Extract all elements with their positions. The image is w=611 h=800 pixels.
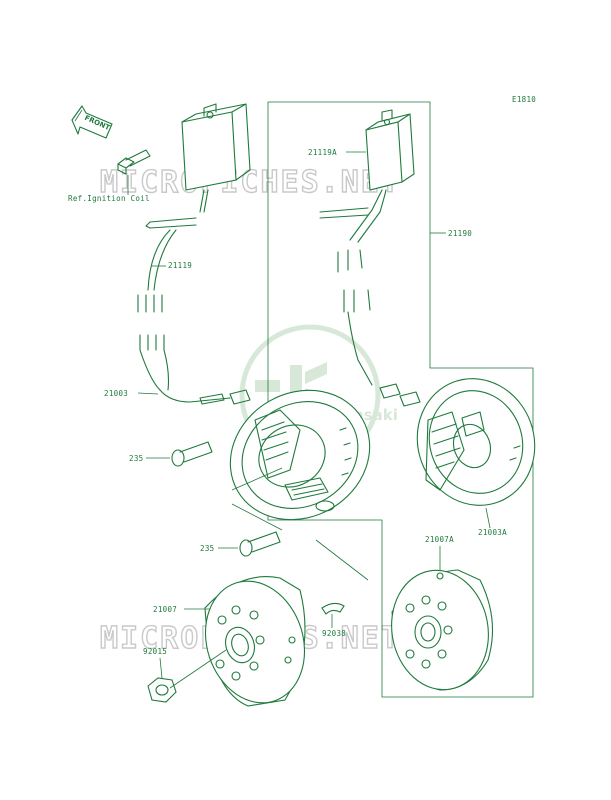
ignition-coil-left	[181, 103, 251, 213]
stator-right	[416, 378, 536, 506]
harness-21119A	[319, 197, 385, 386]
label-21119: 21119	[168, 261, 192, 270]
screw-235-upper	[171, 441, 213, 467]
flywheel-right	[391, 569, 494, 691]
label-92015: 92015	[143, 647, 167, 656]
label-92038: 92038	[322, 629, 346, 638]
connector-left	[199, 389, 251, 405]
front-arrow-label: FRONT	[83, 114, 111, 132]
label-21119A: 21119A	[308, 148, 337, 157]
key-92038	[321, 602, 345, 615]
ignition-coil-right	[365, 109, 415, 199]
nut-92015	[147, 649, 227, 703]
front-arrow-icon: FRONT	[71, 105, 113, 139]
label-21003: 21003	[104, 389, 128, 398]
kit-outline-box	[267, 101, 534, 698]
label-21007: 21007	[153, 605, 177, 614]
label-235-lower: 235	[200, 544, 214, 553]
diagram-code: E1810	[512, 95, 536, 104]
connector-right	[379, 383, 421, 407]
label-235-upper: 235	[129, 454, 143, 463]
coil-bolt	[117, 149, 151, 175]
screw-235-lower	[239, 531, 281, 557]
flywheel-left	[204, 576, 306, 707]
harness-21119	[137, 217, 197, 391]
label-21007A: 21007A	[425, 535, 454, 544]
stator-left	[229, 389, 371, 521]
label-ref-ignition-coil: Ref.Ignition Coil	[68, 194, 150, 203]
label-21190: 21190	[448, 229, 472, 238]
label-21003A: 21003A	[478, 528, 507, 537]
